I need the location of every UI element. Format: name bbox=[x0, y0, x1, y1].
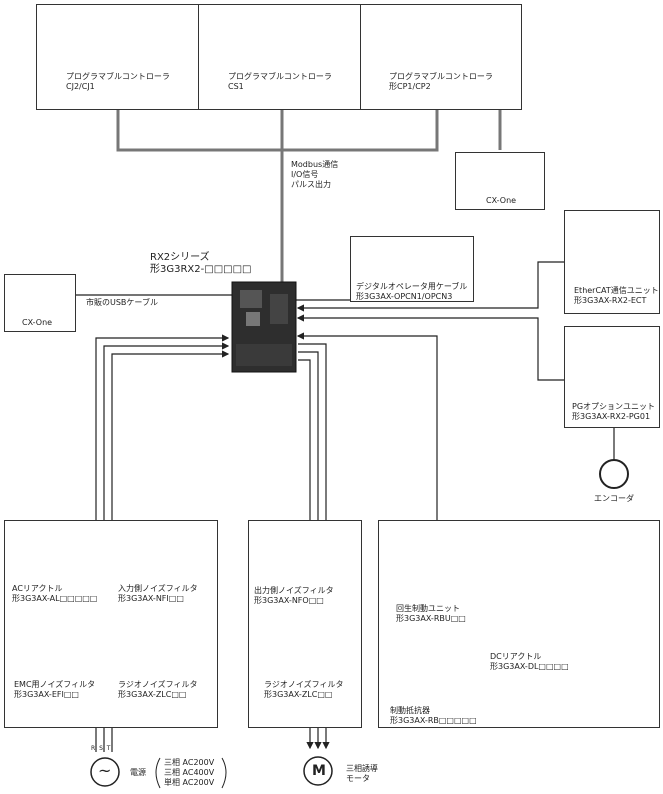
plc-box bbox=[36, 4, 522, 110]
rst-terminals: R S T bbox=[91, 745, 112, 752]
encoder-icon bbox=[599, 459, 629, 489]
plc-divider bbox=[198, 4, 199, 110]
power-source-icon bbox=[90, 757, 120, 787]
digital-cable-label: デジタルオペレータ用ケーブル形3G3AX-OPCN1/OPCN3 bbox=[356, 282, 468, 301]
motor-symbol: M bbox=[312, 763, 326, 779]
power-label: 電源 bbox=[130, 768, 146, 777]
cxone-top-label: CX-One bbox=[486, 196, 517, 205]
motor-label: 三相誘導モータ bbox=[346, 764, 378, 783]
brake-line bbox=[296, 332, 438, 520]
usb-cable-label: 市販のUSBケーブル bbox=[86, 298, 158, 307]
input-group-box bbox=[4, 520, 218, 728]
input-wiring bbox=[95, 334, 230, 752]
pg-option-label: PGオプションユニット形3G3AX-RX2-PG01 bbox=[572, 402, 656, 421]
ethercat-box bbox=[564, 210, 660, 314]
output-noise-filter-label: 出力側ノイズフィルタ形3G3AX-NFO□□ bbox=[254, 586, 334, 605]
output-group-box bbox=[248, 520, 362, 728]
output-radio-filter-label: ラジオノイズフィルタ形3G3AX-ZLC□□ bbox=[264, 680, 344, 699]
ethercat-line bbox=[296, 261, 564, 312]
input-noise-filter-label: 入力側ノイズフィルタ形3G3AX-NFI□□ bbox=[118, 584, 198, 603]
encoder-label: エンコーダ bbox=[594, 494, 634, 503]
regen-unit-label: 回生制動ユニット形3G3AX-RBU□□ bbox=[396, 604, 466, 623]
brake-group-box bbox=[378, 520, 660, 728]
voltage-line: 単相 AC200V bbox=[164, 778, 215, 787]
voltage-line: 三相 AC400V bbox=[164, 768, 215, 777]
ethercat-label: EtherCAT通信ユニット形3G3AX-RX2-ECT bbox=[574, 286, 659, 305]
cp1-label: プログラマブルコントローラ形CP1/CP2 bbox=[389, 72, 493, 91]
dc-reactor-label: DCリアクトル形3G3AX-DL□□□□ bbox=[490, 652, 569, 671]
voltage-line: 三相 AC200V bbox=[164, 758, 215, 767]
cxone-top-box bbox=[455, 152, 545, 210]
output-wiring bbox=[298, 343, 330, 750]
voltage-list: 三相 AC200V 三相 AC400V 単相 AC200V bbox=[164, 758, 214, 788]
inverter-label: RX2シリーズ形3G3RX2-□□□□□ bbox=[150, 252, 252, 275]
pg-option-line bbox=[296, 314, 564, 381]
radio-filter-label: ラジオノイズフィルタ形3G3AX-ZLC□□ bbox=[118, 680, 198, 699]
cxone-left-label: CX-One bbox=[22, 318, 53, 327]
plc-divider bbox=[360, 4, 361, 110]
inverter-image bbox=[231, 281, 297, 373]
power-symbol: ~ bbox=[98, 761, 112, 780]
digital-cable-box bbox=[350, 236, 474, 302]
ac-reactor-label: ACリアクトル形3G3AX-AL□□□□□ bbox=[12, 584, 98, 603]
motor-icon bbox=[303, 756, 333, 786]
pg-option-box bbox=[564, 326, 660, 428]
brake-resistor-label: 制動抵抗器形3G3AX-RB□□□□□ bbox=[390, 706, 477, 725]
emc-filter-label: EMC用ノイズフィルタ形3G3AX-EFI□□ bbox=[14, 680, 96, 699]
plc-bus bbox=[116, 110, 502, 290]
cxone-left-box bbox=[4, 274, 76, 332]
voltage-bracket bbox=[155, 757, 227, 789]
